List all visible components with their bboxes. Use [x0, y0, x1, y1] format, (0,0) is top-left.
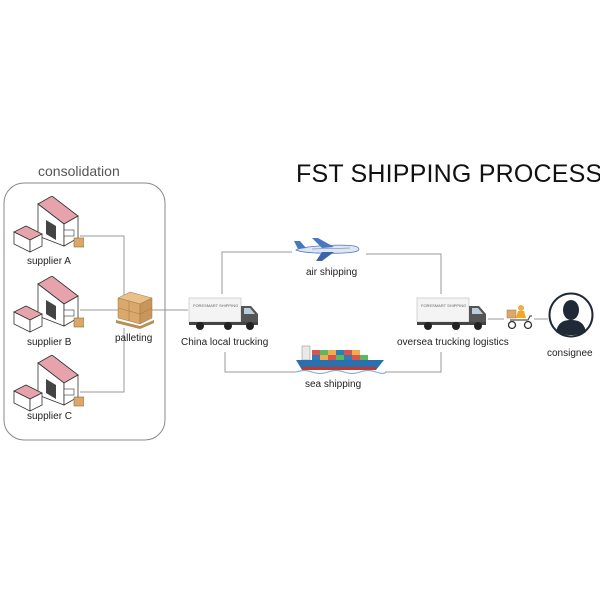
supplier-c-label: supplier C — [27, 411, 73, 422]
line-sea-oversea — [385, 352, 442, 373]
truck-icon-china: FORESMART SHIPPING — [188, 297, 258, 330]
line-truck-sea — [224, 352, 296, 373]
consignee-person-icon — [548, 292, 594, 338]
airplane-icon — [294, 238, 360, 261]
oversea-trucking-label: oversea trucking logistics — [397, 337, 509, 348]
line-supplier-c — [80, 328, 125, 393]
warehouse-icon-c — [13, 355, 84, 412]
truck-china-text: FORESMART SHIPPING — [193, 303, 238, 308]
sea-shipping-label: sea shipping — [305, 379, 362, 390]
supplier-a-label: supplier A — [27, 256, 71, 267]
line-air-oversea — [366, 253, 442, 294]
line-supplier-a — [80, 235, 125, 296]
pallet-boxes-icon — [116, 291, 154, 329]
china-trucking-label: China local trucking — [181, 337, 269, 348]
air-shipping-label: air shipping — [306, 267, 358, 278]
consolidation-box — [3, 182, 166, 441]
palleting-label: palleting — [115, 333, 153, 344]
page-title: FST SHIPPING PROCESS — [296, 160, 600, 188]
courier-scooter-icon — [506, 305, 533, 330]
warehouse-icon-b — [13, 276, 84, 333]
consolidation-label: consolidation — [38, 163, 120, 179]
cargo-ship-icon — [296, 345, 386, 375]
line-truck-air — [221, 251, 292, 294]
warehouse-icon-a — [13, 196, 84, 253]
truck-icon-oversea: FORESMART SHIPPING — [416, 297, 486, 330]
truck-oversea-text: FORESMART SHIPPING — [421, 303, 466, 308]
consignee-label: consignee — [547, 348, 593, 359]
supplier-b-label: supplier B — [27, 337, 72, 348]
